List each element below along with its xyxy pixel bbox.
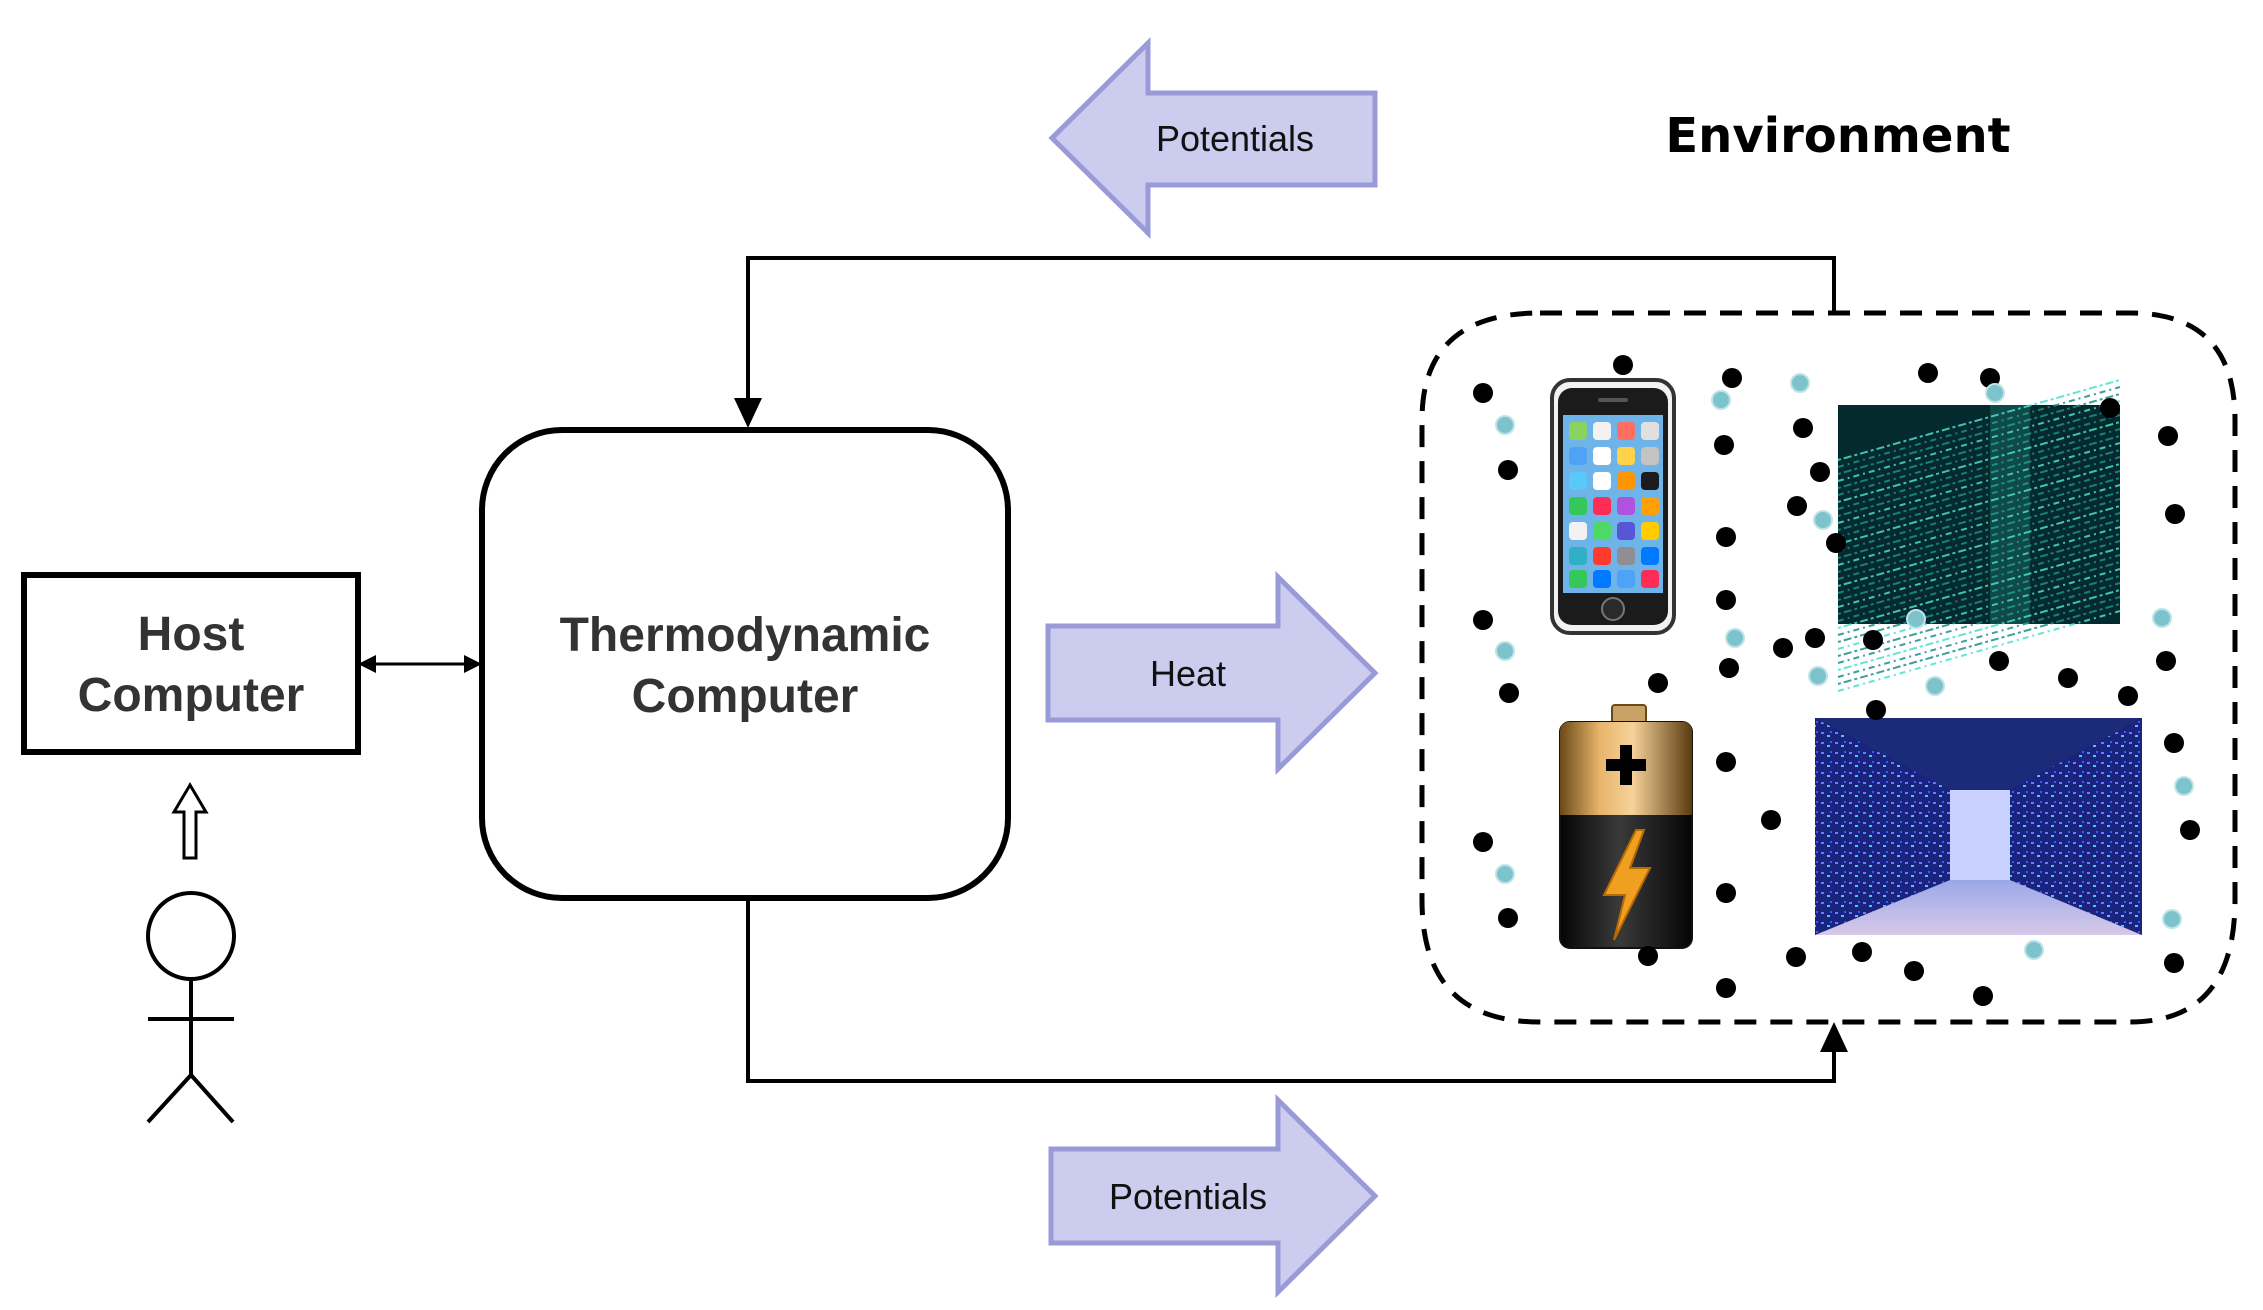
hollow-up-arrow-icon: [171, 782, 209, 860]
battery-icon: [1559, 704, 1693, 949]
bottom-feedback-arrowhead: [1820, 1022, 1848, 1052]
thermodynamic-computer-label-line1: Thermodynamic: [560, 609, 931, 662]
particle-teal: [1495, 415, 1515, 435]
environment-particles: [1473, 355, 2200, 1006]
particle-teal: [1495, 864, 1515, 884]
particle-dark: [2164, 953, 2184, 973]
particle-teal: [1813, 510, 1833, 530]
heat-label: Heat: [1150, 653, 1226, 694]
particle-dark: [1473, 383, 1493, 403]
particle-dark: [2058, 668, 2078, 688]
potentials-bottom-label: Potentials: [1109, 1176, 1267, 1217]
phone-icon: [1550, 378, 1676, 635]
particle-teal: [2174, 776, 2194, 796]
particle-dark: [2180, 820, 2200, 840]
particle-teal: [1985, 383, 2005, 403]
top-feedback-line: [746, 256, 1836, 400]
particle-dark: [1805, 628, 1825, 648]
particle-dark: [2118, 686, 2138, 706]
particle-dark: [1918, 363, 1938, 383]
particle-dark: [1716, 527, 1736, 547]
particle-dark: [1714, 435, 1734, 455]
particle-dark: [1786, 947, 1806, 967]
datacenter-icon: [1815, 718, 2142, 935]
particle-dark: [1866, 700, 1886, 720]
particle-dark: [1761, 810, 1781, 830]
potentials-bottom-arrow: Potentials: [1048, 1094, 1379, 1298]
particle-teal: [1725, 628, 1745, 648]
user-stick-figure-icon: [146, 891, 236, 1124]
particle-dark: [1716, 978, 1736, 998]
particle-dark: [1904, 961, 1924, 981]
thermodynamic-computer-box: Thermodynamic Computer: [479, 427, 1011, 901]
particle-teal: [2162, 909, 2182, 929]
heat-arrow: Heat: [1045, 571, 1379, 775]
top-feedback-arrowhead: [734, 398, 762, 428]
host-thermo-connector: [358, 655, 482, 673]
particle-dark: [1613, 355, 1633, 375]
particle-teal: [1495, 641, 1515, 661]
particle-teal: [1808, 666, 1828, 686]
host-computer-label-line1: Host: [138, 608, 245, 661]
particle-teal: [2152, 608, 2172, 628]
particle-dark: [1498, 460, 1518, 480]
particle-dark: [1473, 832, 1493, 852]
host-computer-label-line2: Computer: [78, 669, 305, 722]
particle-dark: [1716, 590, 1736, 610]
particle-dark: [2158, 426, 2178, 446]
particle-dark: [1863, 630, 1883, 650]
particle-dark: [1787, 496, 1807, 516]
particle-teal: [1790, 373, 1810, 393]
particle-dark: [1989, 651, 2009, 671]
host-computer-box: Host Computer: [21, 572, 361, 755]
particle-dark: [1648, 673, 1668, 693]
particle-dark: [1498, 908, 1518, 928]
particle-dark: [1852, 942, 1872, 962]
environment-title: Environment: [1665, 108, 2010, 164]
particle-dark: [2100, 398, 2120, 418]
particle-dark: [1793, 418, 1813, 438]
potentials-top-arrow: Potentials: [1048, 37, 1378, 239]
particle-dark: [2156, 651, 2176, 671]
particle-dark: [2165, 504, 2185, 524]
bottom-feedback-line: [746, 900, 1836, 1083]
particle-dark: [1973, 986, 1993, 1006]
potentials-top-label: Potentials: [1156, 118, 1314, 159]
environment-boundary: [1419, 310, 2238, 1025]
particle-teal: [1906, 609, 1926, 629]
particle-dark: [1773, 638, 1793, 658]
particle-dark: [1716, 752, 1736, 772]
particle-dark: [1473, 610, 1493, 630]
binary-code-icon: [1837, 379, 2121, 692]
particle-teal: [2024, 940, 2044, 960]
thermodynamic-computer-label-line2: Computer: [632, 670, 859, 723]
particle-dark: [1810, 462, 1830, 482]
particle-dark: [1499, 683, 1519, 703]
particle-teal: [1925, 676, 1945, 696]
particle-dark: [2164, 733, 2184, 753]
particle-dark: [1716, 883, 1736, 903]
particle-teal: [1711, 390, 1731, 410]
particle-dark: [1826, 533, 1846, 553]
particle-dark: [1638, 946, 1658, 966]
particle-dark: [1719, 658, 1739, 678]
particle-dark: [1722, 368, 1742, 388]
